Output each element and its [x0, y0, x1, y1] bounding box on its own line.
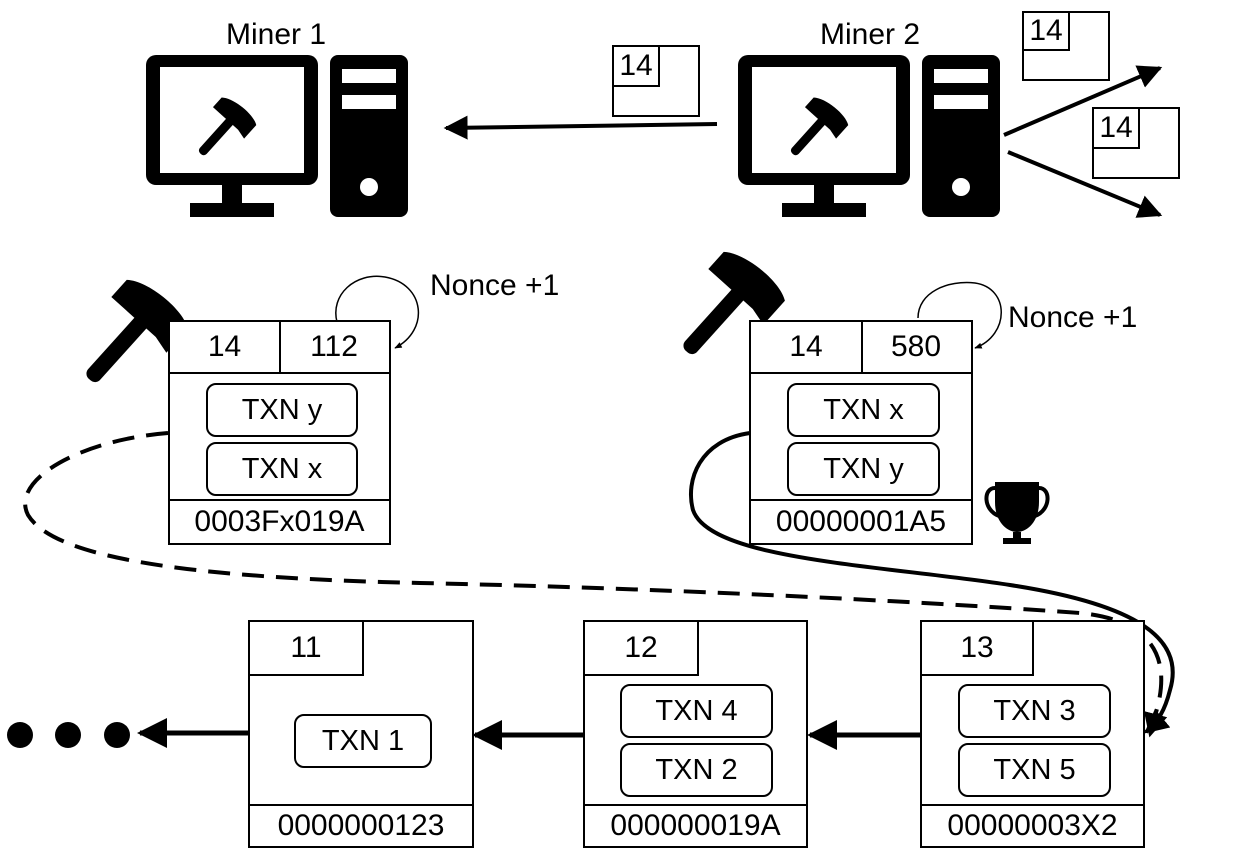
monitor-icon	[146, 55, 318, 217]
chain-block: 11 TXN 1 0000000123	[248, 620, 474, 848]
txn-item: TXN y	[787, 442, 940, 496]
block-hash: 00000001A5	[751, 499, 971, 543]
monitor-icon	[738, 55, 910, 217]
tower-icon	[330, 55, 408, 217]
block-hash: 000000019A	[585, 804, 806, 846]
miner-2-label: Miner 2	[820, 18, 921, 51]
chain-block: 13 TXN 3 TXN 5 00000003X2	[920, 620, 1145, 848]
broadcast-arrow-to-miner1	[443, 115, 718, 140]
nonce-increment-label: Nonce +1	[430, 269, 560, 302]
block-hash: 00000003X2	[922, 804, 1143, 846]
dashed-link-miner1-to-block13	[23, 431, 1168, 738]
block-height: 13	[922, 622, 1034, 676]
txn-item: TXN x	[206, 442, 358, 496]
broadcast-block-tag: 14	[1022, 11, 1110, 81]
broadcast-tag-height: 14	[1024, 13, 1070, 51]
nonce-increment-label: Nonce +1	[1008, 301, 1138, 334]
broadcast-arrow-down	[1007, 150, 1163, 218]
txn-item: TXN y	[206, 383, 358, 437]
txn-item: TXN 5	[958, 743, 1111, 797]
txn-item: TXN 1	[294, 714, 432, 768]
broadcast-block-tag: 14	[1092, 107, 1180, 179]
block-height: 14	[751, 322, 863, 374]
block-height: 11	[250, 622, 364, 676]
nonce-loop-arrow	[917, 281, 1002, 349]
broadcast-tag-height: 14	[614, 47, 660, 87]
block-height: 12	[585, 622, 699, 676]
txn-item: TXN 4	[620, 684, 773, 738]
tower-icon	[922, 55, 1000, 217]
broadcast-block-tag: 14	[612, 45, 700, 117]
trophy-icon	[984, 482, 1050, 544]
candidate-block-miner-1: 14 112 TXN y TXN x 0003Fx019A	[168, 320, 391, 545]
nonce-loop-arrow	[335, 275, 420, 349]
block-height: 14	[170, 322, 281, 374]
block-hash: 0000000123	[250, 804, 472, 846]
txn-item: TXN 3	[958, 684, 1111, 738]
ellipsis-icon	[7, 722, 130, 748]
miner-1-label: Miner 1	[226, 18, 327, 51]
block-nonce: 112	[279, 322, 389, 374]
txn-item: TXN 2	[620, 743, 773, 797]
txn-item: TXN x	[787, 383, 940, 437]
candidate-block-miner-2: 14 580 TXN x TXN y 00000001A5	[749, 320, 973, 545]
chain-block: 12 TXN 4 TXN 2 000000019A	[583, 620, 808, 848]
solid-link-miner2-to-block13	[688, 431, 1175, 734]
block-hash: 0003Fx019A	[170, 499, 389, 543]
block-nonce: 580	[861, 322, 971, 374]
broadcast-arrow-up	[1003, 65, 1163, 137]
broadcast-tag-height: 14	[1094, 109, 1140, 149]
